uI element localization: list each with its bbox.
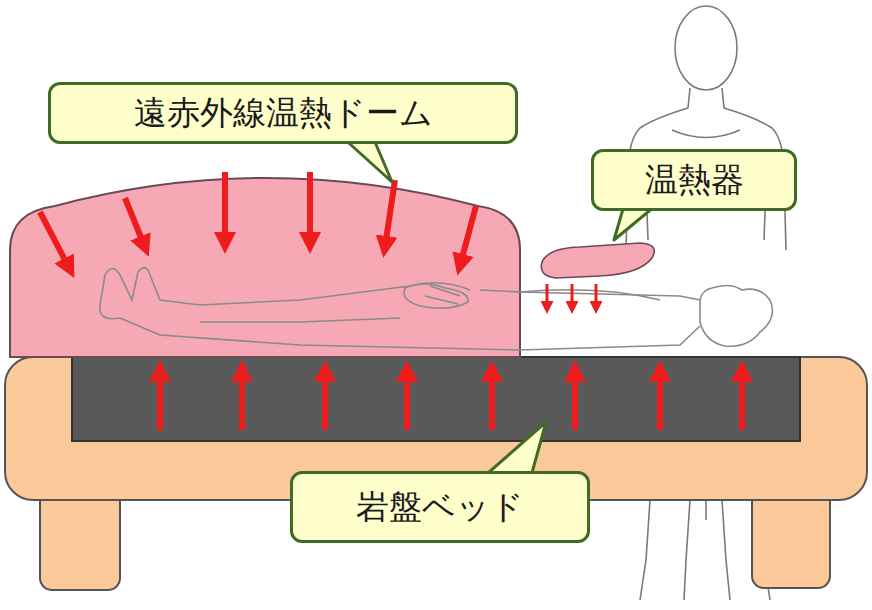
heat-arrow — [489, 378, 495, 430]
callout-text: 温熱器 — [645, 160, 744, 200]
heat-arrow — [386, 180, 395, 240]
heat-arrow — [222, 172, 228, 236]
heat-arrow — [657, 378, 663, 430]
heat-arrow — [322, 378, 328, 430]
heat-arrow — [307, 172, 313, 236]
heater-callout: 温熱器 — [591, 149, 797, 211]
bed — [5, 357, 867, 590]
dome-callout: 遠赤外線温熱ドーム — [48, 82, 518, 144]
heat-arrow — [571, 284, 574, 304]
heat-arrow — [125, 198, 142, 240]
heat-arrow — [572, 378, 578, 430]
heat-arrow — [595, 284, 598, 304]
heat-arrow — [739, 378, 745, 430]
heat-arrow — [546, 284, 549, 304]
callout-text: 遠赤外線温熱ドーム — [134, 93, 433, 133]
bed-callout: 岩盤ベッド — [290, 471, 590, 543]
stone-plate — [72, 357, 800, 441]
heat-arrow — [40, 212, 66, 262]
callout-text: 岩盤ベッド — [356, 487, 524, 527]
far-infrared-dome — [10, 178, 520, 357]
heat-arrow — [157, 378, 163, 430]
heat-arrow — [239, 378, 245, 430]
lying-figure — [100, 268, 773, 350]
heater-pad — [541, 243, 654, 278]
heat-arrow — [404, 378, 410, 430]
heat-arrow — [462, 206, 476, 258]
